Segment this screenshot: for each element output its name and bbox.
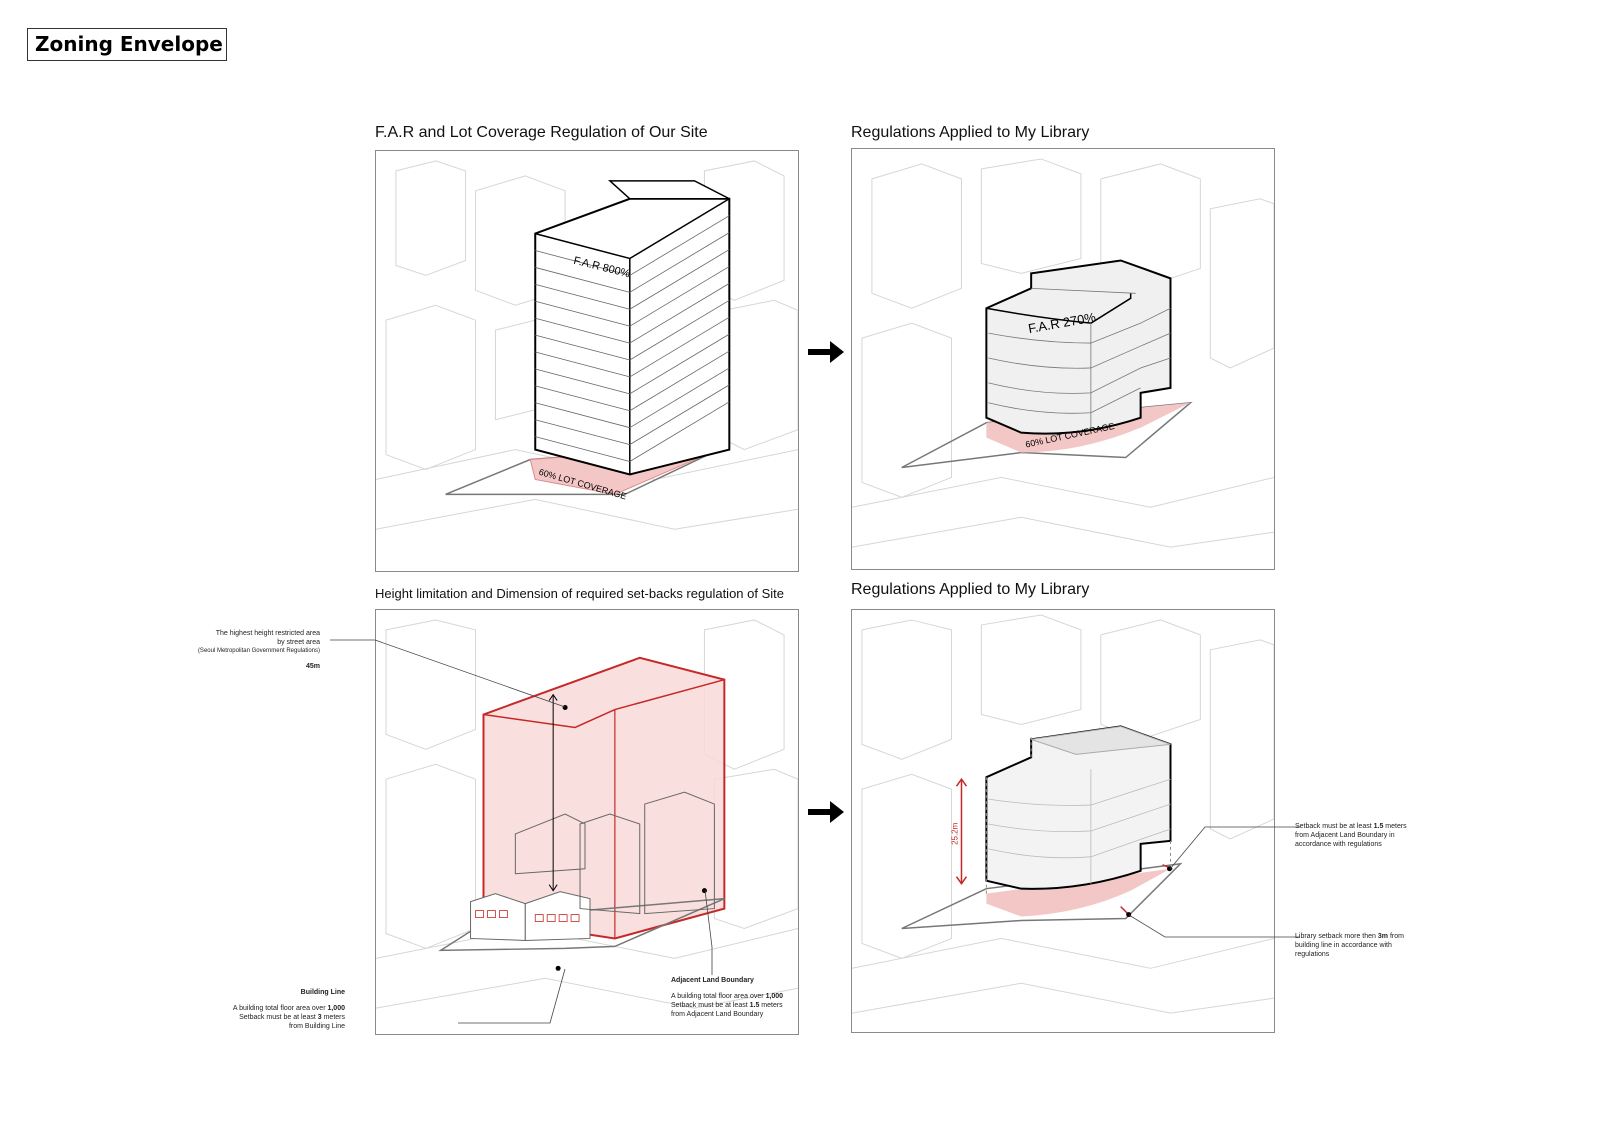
arrow-right-icon	[808, 341, 844, 363]
panel-title-height: Height limitation and Dimension of requi…	[375, 586, 784, 601]
far-diagram: F.A.R 800% 60% LOT COVERAGE	[376, 160, 798, 530]
diagram-panel-height	[375, 609, 799, 1035]
library-far-diagram: F.A.R 270% 60% LOT COVERAGE	[852, 158, 1274, 548]
panel-title-library-far: Regulations Applied to My Library	[851, 124, 1090, 141]
page-title: Zoning Envelope	[27, 28, 227, 61]
annotation-setback-adjacent: Setback must be at least 1.5 meters from…	[1295, 823, 1407, 848]
annotation-height-area: The highest height restricted area by st…	[197, 630, 320, 670]
library-setback-diagram: 25.2m	[852, 614, 1274, 1014]
height-label: 25.2m	[951, 822, 960, 844]
arrow-right-icon	[808, 801, 844, 823]
diagram-panel-far: F.A.R 800% 60% LOT COVERAGE	[375, 150, 799, 572]
annotation-building-line: Building Line A building total floor are…	[232, 989, 345, 1030]
panel-title-library-setback: Regulations Applied to My Library	[851, 581, 1090, 598]
panel-title-far: F.A.R and Lot Coverage Regulation of Our…	[375, 124, 708, 141]
height-diagram	[376, 619, 798, 1009]
diagram-panel-library-far: F.A.R 270% 60% LOT COVERAGE	[851, 148, 1275, 570]
annotation-setback-building: Library setback more then 3m from buildi…	[1295, 933, 1404, 958]
diagram-panel-library-setback: 25.2m	[851, 609, 1275, 1033]
annotation-adjacent-boundary: Adjacent Land Boundary A building total …	[671, 977, 784, 1018]
